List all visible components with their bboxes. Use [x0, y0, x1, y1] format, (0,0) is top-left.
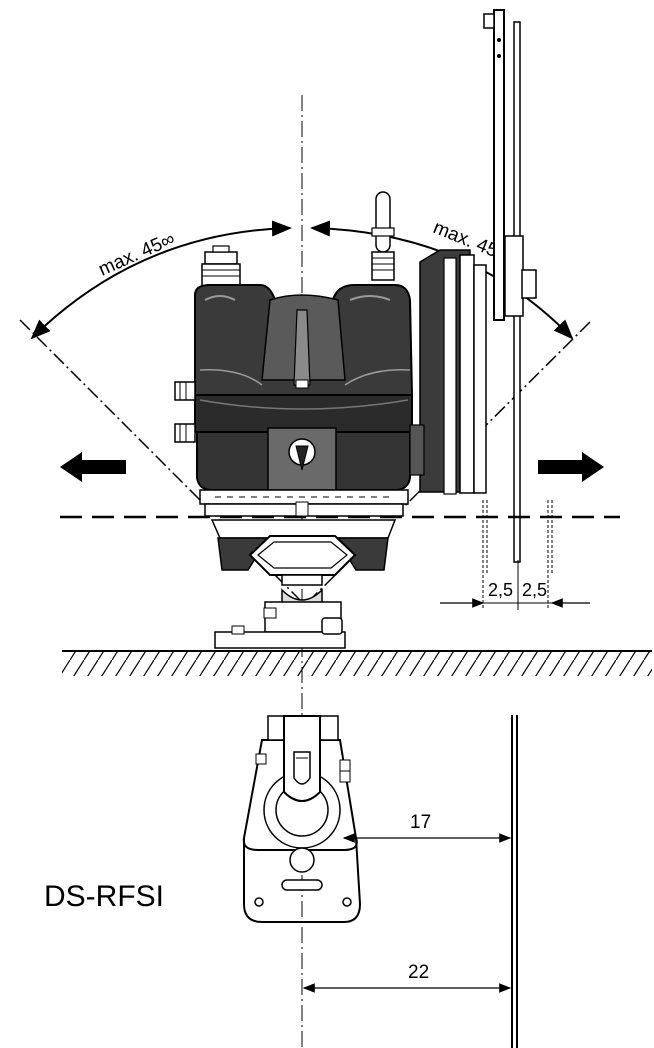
- mounting-plate: [419, 249, 487, 495]
- dim-label-2-5-b: 2,5: [522, 580, 547, 600]
- left-fittings: [174, 381, 196, 443]
- arrow-right-icon: [538, 452, 604, 482]
- device-base: [199, 489, 409, 517]
- left-45-limit-line: [19, 319, 301, 601]
- vertical-rail: [483, 9, 537, 563]
- dim-label-17: 17: [410, 812, 431, 833]
- arrow-left-icon: [60, 452, 126, 482]
- angle-label-left: max. 45∞: [95, 228, 178, 280]
- left-cap: [201, 245, 241, 287]
- antenna: [371, 191, 395, 281]
- left-angle-arc: [30, 220, 292, 340]
- ground-surface: [62, 650, 652, 676]
- dim-label-2-5-a: 2,5: [488, 580, 513, 600]
- tilt-mount: [210, 519, 397, 649]
- dim-extension-lines: [482, 500, 553, 610]
- model-label: DS-RFSI: [44, 880, 164, 913]
- dim-label-22: 22: [408, 962, 429, 983]
- bracket-top-view: [242, 715, 362, 923]
- wall-plate: [511, 715, 518, 1048]
- device-body: [194, 284, 425, 491]
